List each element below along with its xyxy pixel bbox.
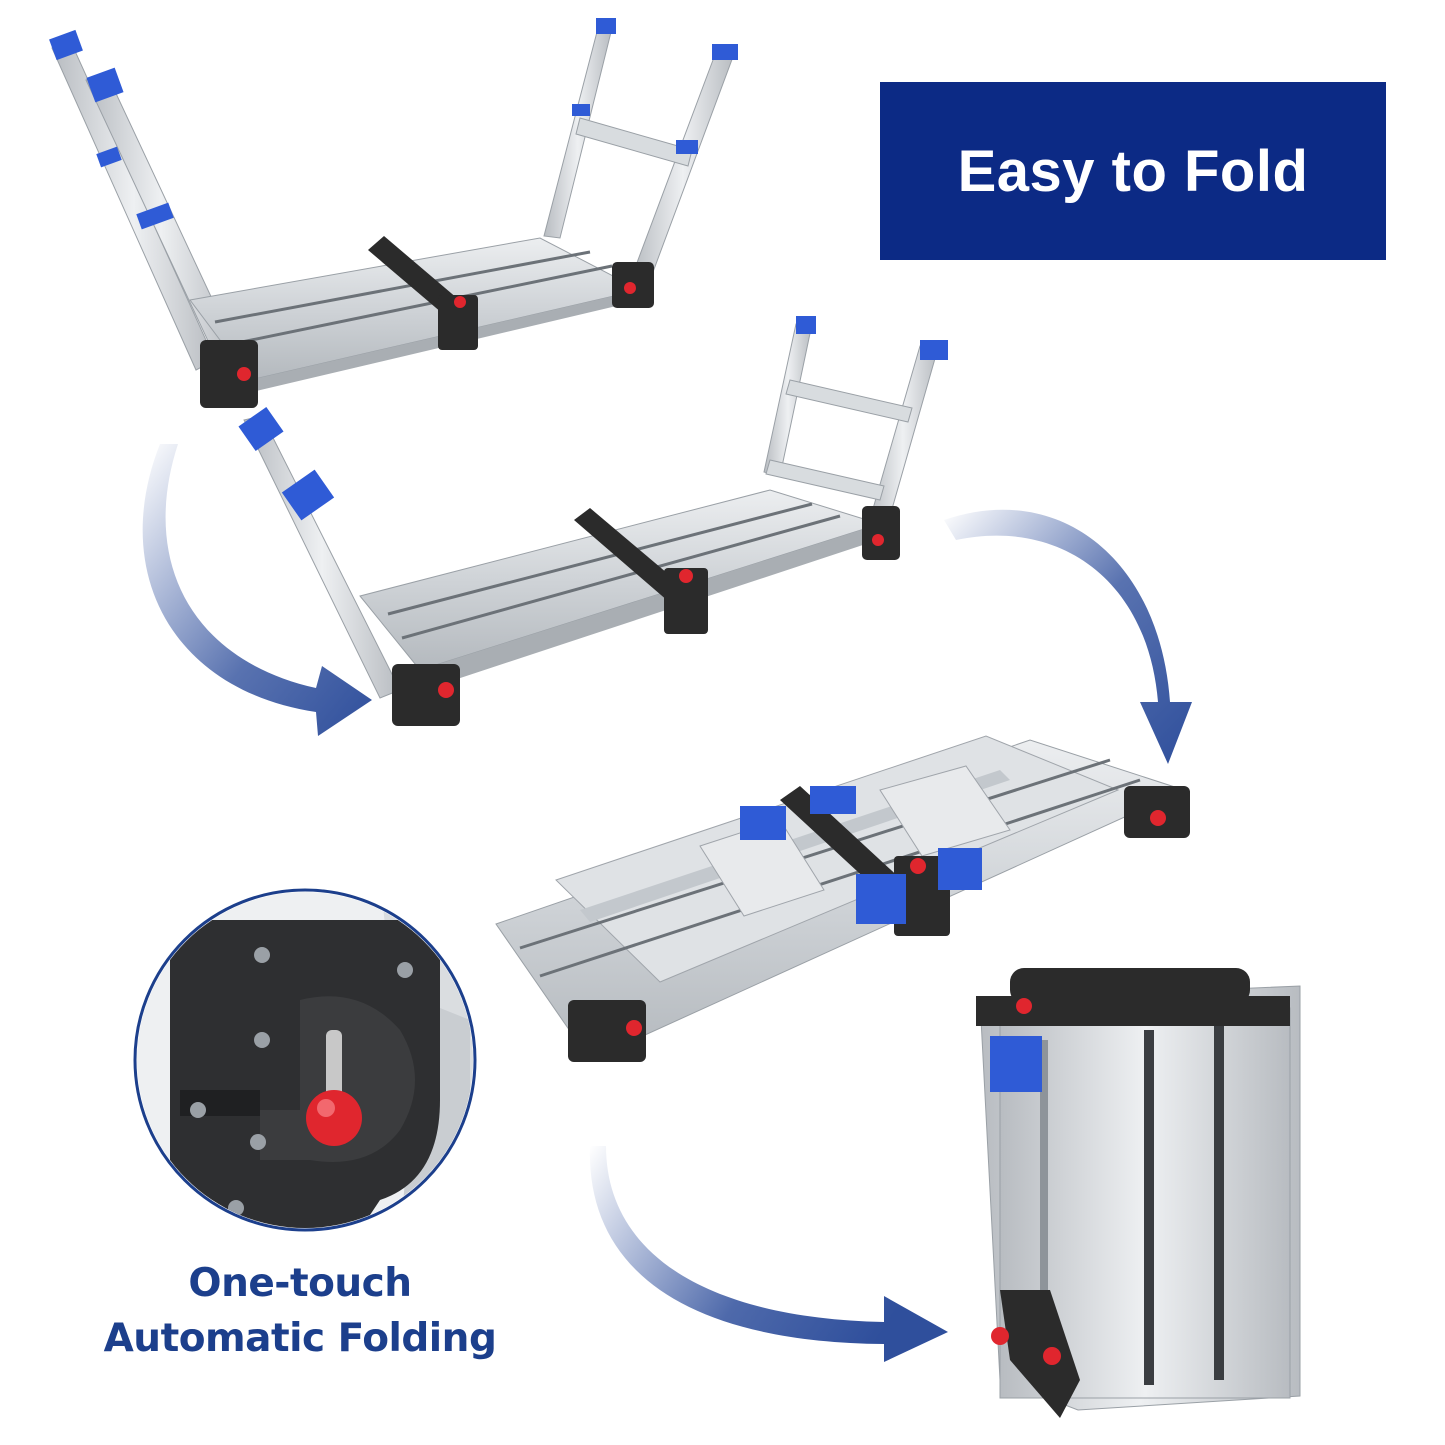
ladder-stage-1	[49, 18, 738, 408]
curved-arrow-icon	[142, 444, 372, 736]
banner-background	[880, 82, 1386, 260]
ladder-stage-2	[238, 316, 948, 726]
banner-title: Easy to Fold	[957, 138, 1309, 204]
easy-to-fold-banner: Easy to Fold	[880, 82, 1386, 260]
caption-line-2: Automatic Folding	[103, 1316, 497, 1361]
caption-line-1: One-touch	[188, 1261, 412, 1306]
curved-arrow-icon	[944, 509, 1192, 764]
curved-arrow-icon	[589, 1146, 948, 1362]
ladder-stage-4	[976, 968, 1301, 1418]
ladder-stage-3	[495, 735, 1190, 1062]
zoom-circle	[133, 888, 477, 1232]
feature-caption: One-touch Automatic Folding	[80, 1256, 520, 1366]
